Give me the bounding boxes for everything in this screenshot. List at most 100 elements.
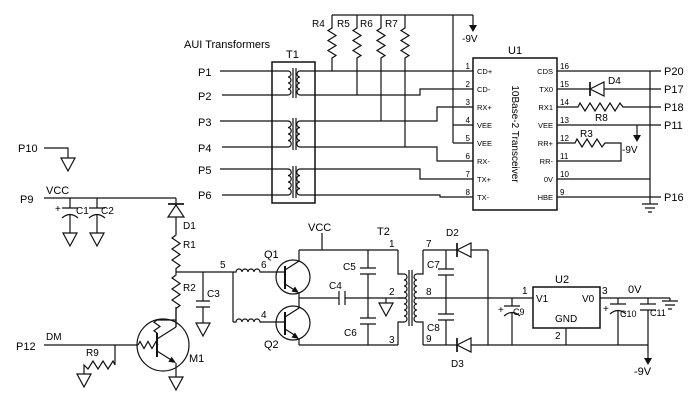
m1-ground-arrow	[167, 376, 185, 392]
cap-c7-glyph	[438, 250, 454, 298]
u1-transceiver: U1 10Base-2 Transceiver 1 2 3 4 5 6 7 8 …	[466, 45, 569, 211]
resistor-r2-label: R2	[183, 283, 196, 294]
cap-c3-label: C3	[207, 289, 220, 300]
c3-ground-arrow	[194, 322, 212, 338]
cap-c3-glyph	[196, 272, 210, 323]
c1-plus-sign: +	[55, 204, 61, 215]
cap-c8-glyph	[438, 298, 454, 345]
power-input-section: P10 VCC P9 + C1 C2 D1 R1 5 R2 C3 P12	[16, 143, 234, 392]
cap-c5-c6-column	[360, 250, 376, 345]
transistor-q1-label: Q1	[264, 249, 279, 261]
cap-c11-glyph	[640, 298, 656, 345]
u1-pin6-num: 6	[466, 152, 471, 161]
u1-pin4-name: VEE	[477, 121, 492, 130]
resistor-r7-glyph	[399, 15, 411, 147]
t2-pin7-num: 7	[426, 239, 432, 250]
t2-pin9-num: 9	[426, 334, 432, 345]
t2-right-winding	[413, 250, 424, 345]
u2-gnd-label: GND	[555, 314, 577, 325]
resistor-r2-glyph	[170, 272, 182, 327]
v0-output-wire	[600, 297, 671, 301]
t1-transformer-section: AUI Transformers T1 P1 P2 P3 P4 P5 P6 R4…	[184, 14, 478, 204]
vee-drop-wire	[452, 15, 473, 144]
aui-transformers-caption: AUI Transformers	[184, 39, 271, 51]
earth-ground-output	[662, 300, 678, 310]
port-p2-label: P2	[198, 91, 211, 103]
u2-v1-label: V1	[536, 294, 549, 305]
resistor-r7-label: R7	[385, 19, 398, 30]
u1-pin3-num: 3	[466, 98, 471, 107]
neg9-out-label: -9V	[634, 366, 652, 378]
port-p16-label: P16	[664, 192, 684, 204]
neg9-vee-arrowhead	[633, 135, 641, 142]
t2-left-winding	[397, 250, 408, 345]
resistor-r3-glyph	[557, 137, 622, 162]
node6-label: 6	[261, 260, 267, 271]
u1-pin9-num: 9	[560, 188, 565, 197]
node5-wire	[176, 271, 234, 322]
port-p4-label: P4	[198, 143, 211, 155]
u1-pin11-num: 11	[560, 152, 569, 161]
t1-coil-left-2	[287, 120, 292, 148]
t2-pin2-num: 2	[389, 287, 395, 298]
u1-pin16-num: 16	[560, 62, 569, 71]
q2-emitter-arrow	[291, 332, 299, 339]
port-p5-label: P5	[198, 165, 211, 177]
t1-port-wires	[220, 70, 288, 196]
cap-c2-glyph	[88, 198, 106, 233]
u1-pin9-name: HBE	[538, 193, 553, 202]
neg9-top-arrowhead	[469, 25, 477, 32]
vcc-input-label: VCC	[46, 185, 69, 197]
neg9-top-rail	[332, 14, 474, 25]
t2-pin3-num: 3	[389, 335, 395, 346]
transistor-m1-label: M1	[189, 353, 204, 365]
out-0v-label: 0V	[628, 284, 642, 296]
u1-pin13-num: 13	[560, 116, 569, 125]
port-p9-label: P9	[20, 194, 33, 206]
m1-emitter-wire	[156, 350, 177, 377]
diode-d4-triangle	[588, 81, 605, 97]
u1-box	[472, 57, 558, 211]
t1-to-u1-wires	[300, 70, 473, 198]
resistor-r9-label: R9	[86, 348, 99, 359]
resistor-r1-glyph	[170, 217, 182, 272]
u1-pin6-name: RX-	[477, 157, 490, 166]
cap-c7-label: C7	[427, 260, 440, 271]
cap-c1-label: C1	[76, 206, 89, 217]
resistor-r3-label: R3	[580, 129, 593, 140]
cap-c1-glyph	[61, 198, 79, 233]
u1-pin8-name: TX-	[477, 193, 490, 202]
u1-pin14-name: RX1	[538, 103, 553, 112]
centertap-ground-arrow	[377, 302, 395, 318]
u1-pin16-name: CDS	[537, 67, 553, 76]
u1-pin13-name: VEE	[538, 121, 553, 130]
p10-ground-arrow	[59, 157, 77, 173]
base-winding-bottom	[233, 318, 285, 323]
diode-d2-triangle	[455, 242, 472, 258]
neg9-rail-wire	[488, 344, 649, 358]
t1-coil-right-2	[296, 120, 301, 148]
t2-pin8-num: 8	[426, 287, 432, 298]
cap-c10-glyph	[609, 298, 627, 345]
c1-ground-arrow	[61, 232, 79, 248]
p10-wire	[44, 147, 69, 158]
u1-pin2-name: CD-	[477, 85, 491, 94]
cap-c5-label: C5	[343, 262, 356, 273]
u2-ref-label: U2	[555, 274, 569, 286]
t2-core-lines	[408, 270, 413, 326]
port-p12-label: P12	[16, 341, 36, 353]
cap-c10-label: C10	[620, 309, 637, 319]
resistor-r6-label: R6	[360, 19, 373, 30]
transistor-m1-circle	[136, 318, 190, 372]
u1-pin2-num: 2	[466, 80, 471, 89]
port-p10-label: P10	[18, 143, 38, 155]
resistor-r1-label: R1	[183, 240, 196, 251]
resistor-r5-glyph	[351, 15, 363, 95]
port-p20-label: P20	[664, 66, 684, 78]
u1-pin12-name: RR+	[538, 139, 554, 148]
t1-coil-right-1	[296, 70, 301, 96]
m1-base-resistor	[137, 340, 159, 350]
m1-internal-resistor	[152, 319, 176, 334]
port-p3-label: P3	[198, 117, 211, 129]
